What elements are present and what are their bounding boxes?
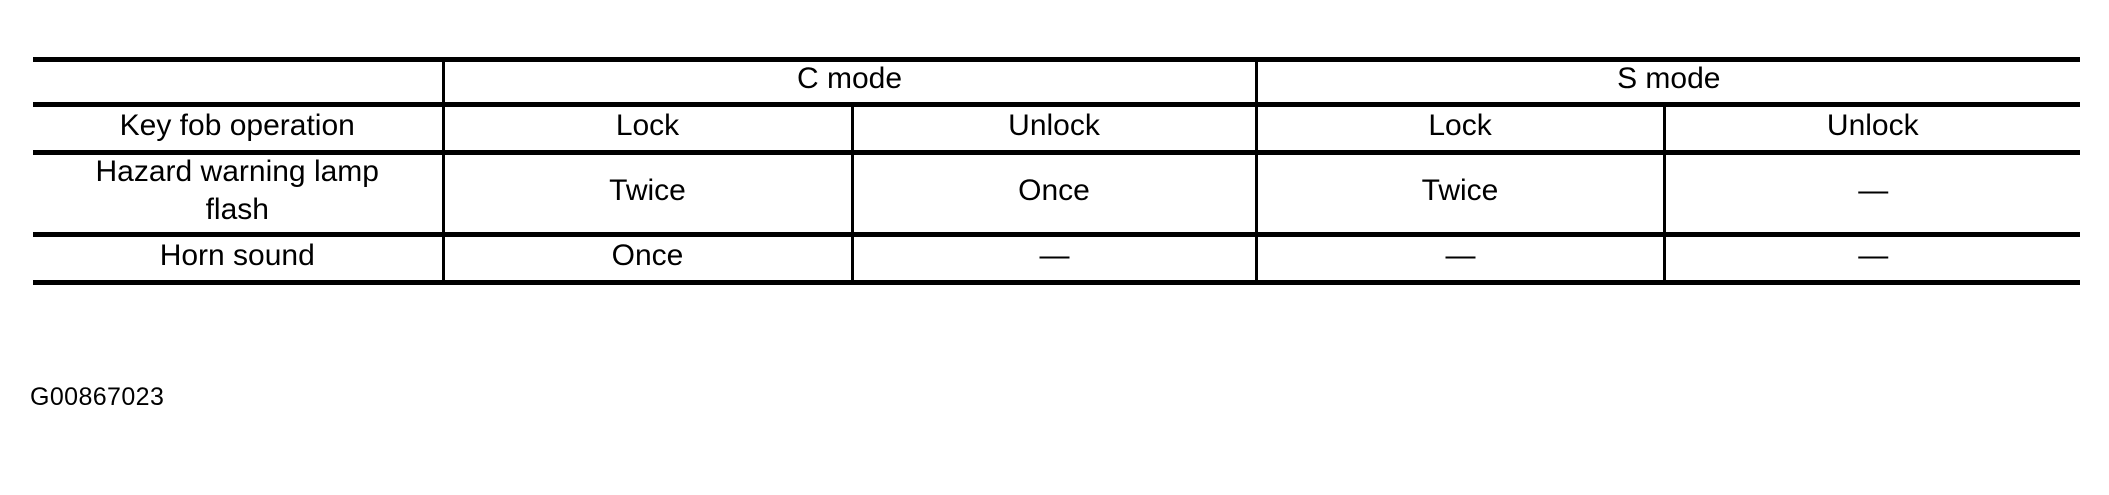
subheader-s-lock: Lock [1254,102,1666,150]
dash-glyph: — [1445,238,1476,272]
figure-caption-id: G00867023 [30,383,165,411]
row-label-line-2: flash [205,193,269,226]
mode-header-s-mode: S mode [1254,57,2081,102]
table-rule-bottom [33,280,2080,285]
table-row-horn-sound: Horn sound Once — — — [33,232,2081,280]
mode-header-corner-cell [33,57,445,102]
cell-hazard-c-lock: Twice [441,150,854,232]
subheader-row-label: Key fob operation [33,102,445,150]
cell-hazard-s-lock: Twice [1254,150,1666,232]
cell-horn-s-lock: — [1254,232,1666,280]
table-rule-subhead [33,150,2080,155]
table-row-hazard-warning-lamp-flash: Hazard warning lamp flash Twice Once Twi… [33,150,2081,232]
spec-table-container: C mode S mode Key fob operation Lock Unl… [33,57,2081,285]
cell-hazard-s-unlock: — [1662,150,2081,232]
row-label-hazard-warning-lamp-flash: Hazard warning lamp flash [33,150,445,232]
mode-header-c-mode: C mode [441,57,1258,102]
key-fob-operation-table: C mode S mode Key fob operation Lock Unl… [33,57,2081,280]
table-rule-mode [33,102,2080,107]
table-rule-body [33,232,2080,237]
table-rule-top [33,57,2080,62]
cell-horn-c-lock: Once [441,232,854,280]
row-label-horn-sound: Horn sound [33,232,445,280]
dash-glyph: — [1858,173,1888,207]
subheader-c-unlock: Unlock [850,102,1258,150]
table-row-subheader: Key fob operation Lock Unlock Lock Unloc… [33,102,2081,150]
cell-horn-c-unlock: — [850,232,1258,280]
row-label-line-1: Hazard warning lamp [95,154,379,188]
table-row-mode-header: C mode S mode [33,57,2081,102]
subheader-c-lock: Lock [441,102,854,150]
dash-glyph: — [1039,238,1070,272]
dash-glyph: — [1858,238,1888,272]
subheader-s-unlock: Unlock [1662,102,2081,150]
cell-hazard-c-unlock: Once [850,150,1258,232]
cell-horn-s-unlock: — [1662,232,2081,280]
